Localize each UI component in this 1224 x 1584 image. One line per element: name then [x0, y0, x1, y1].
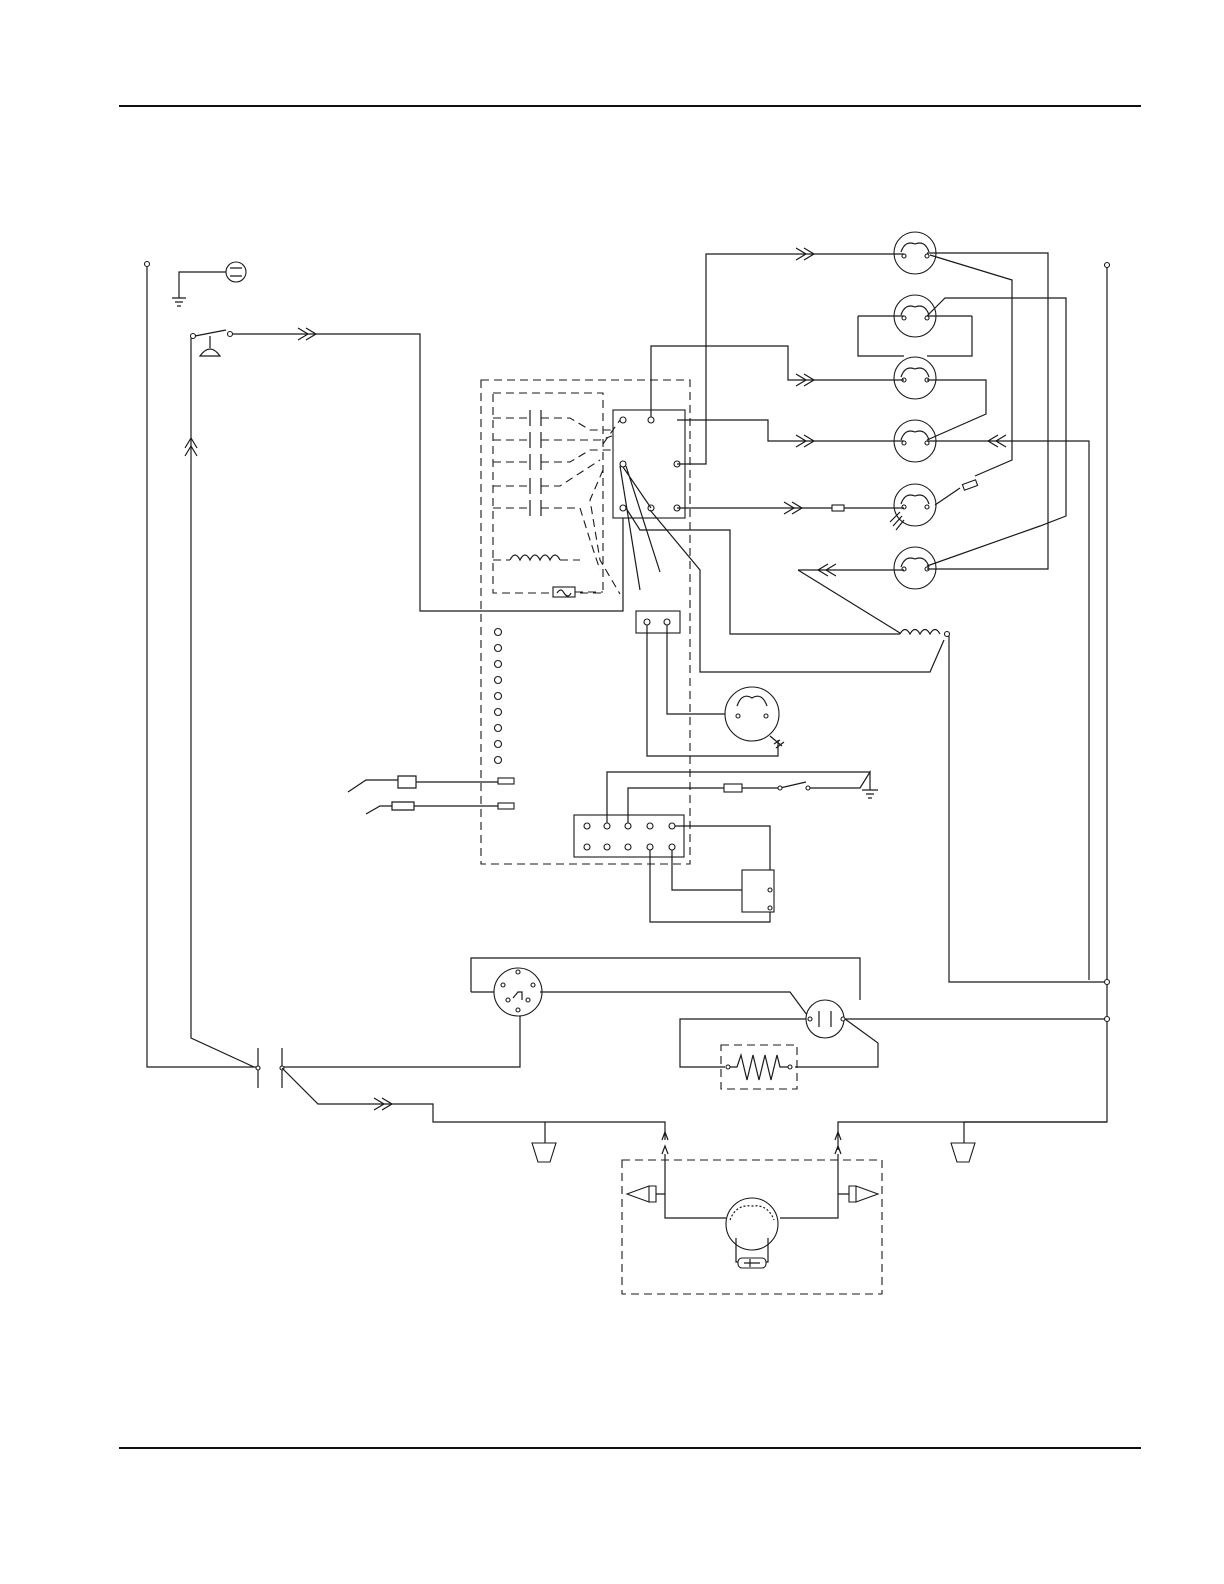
igniter-coil	[626, 508, 1106, 982]
rotisserie-motor	[622, 1154, 882, 1294]
left-supply-rail	[145, 262, 257, 1068]
pin-stack	[495, 629, 502, 764]
terminal-block-main	[574, 772, 878, 922]
thermostat-connector	[636, 611, 784, 756]
motor	[680, 1000, 1105, 1067]
selector-switch	[284, 958, 860, 1067]
burner-wiring	[651, 248, 1089, 980]
right-supply-rail	[838, 263, 1110, 1151]
main-switch-contacts	[256, 1048, 545, 1140]
burner-connectors	[890, 232, 936, 589]
heating-element	[721, 1045, 797, 1089]
ground-lamp-assembly	[172, 262, 246, 306]
door-switch	[185, 328, 623, 1067]
power-plugs	[532, 1122, 1107, 1162]
